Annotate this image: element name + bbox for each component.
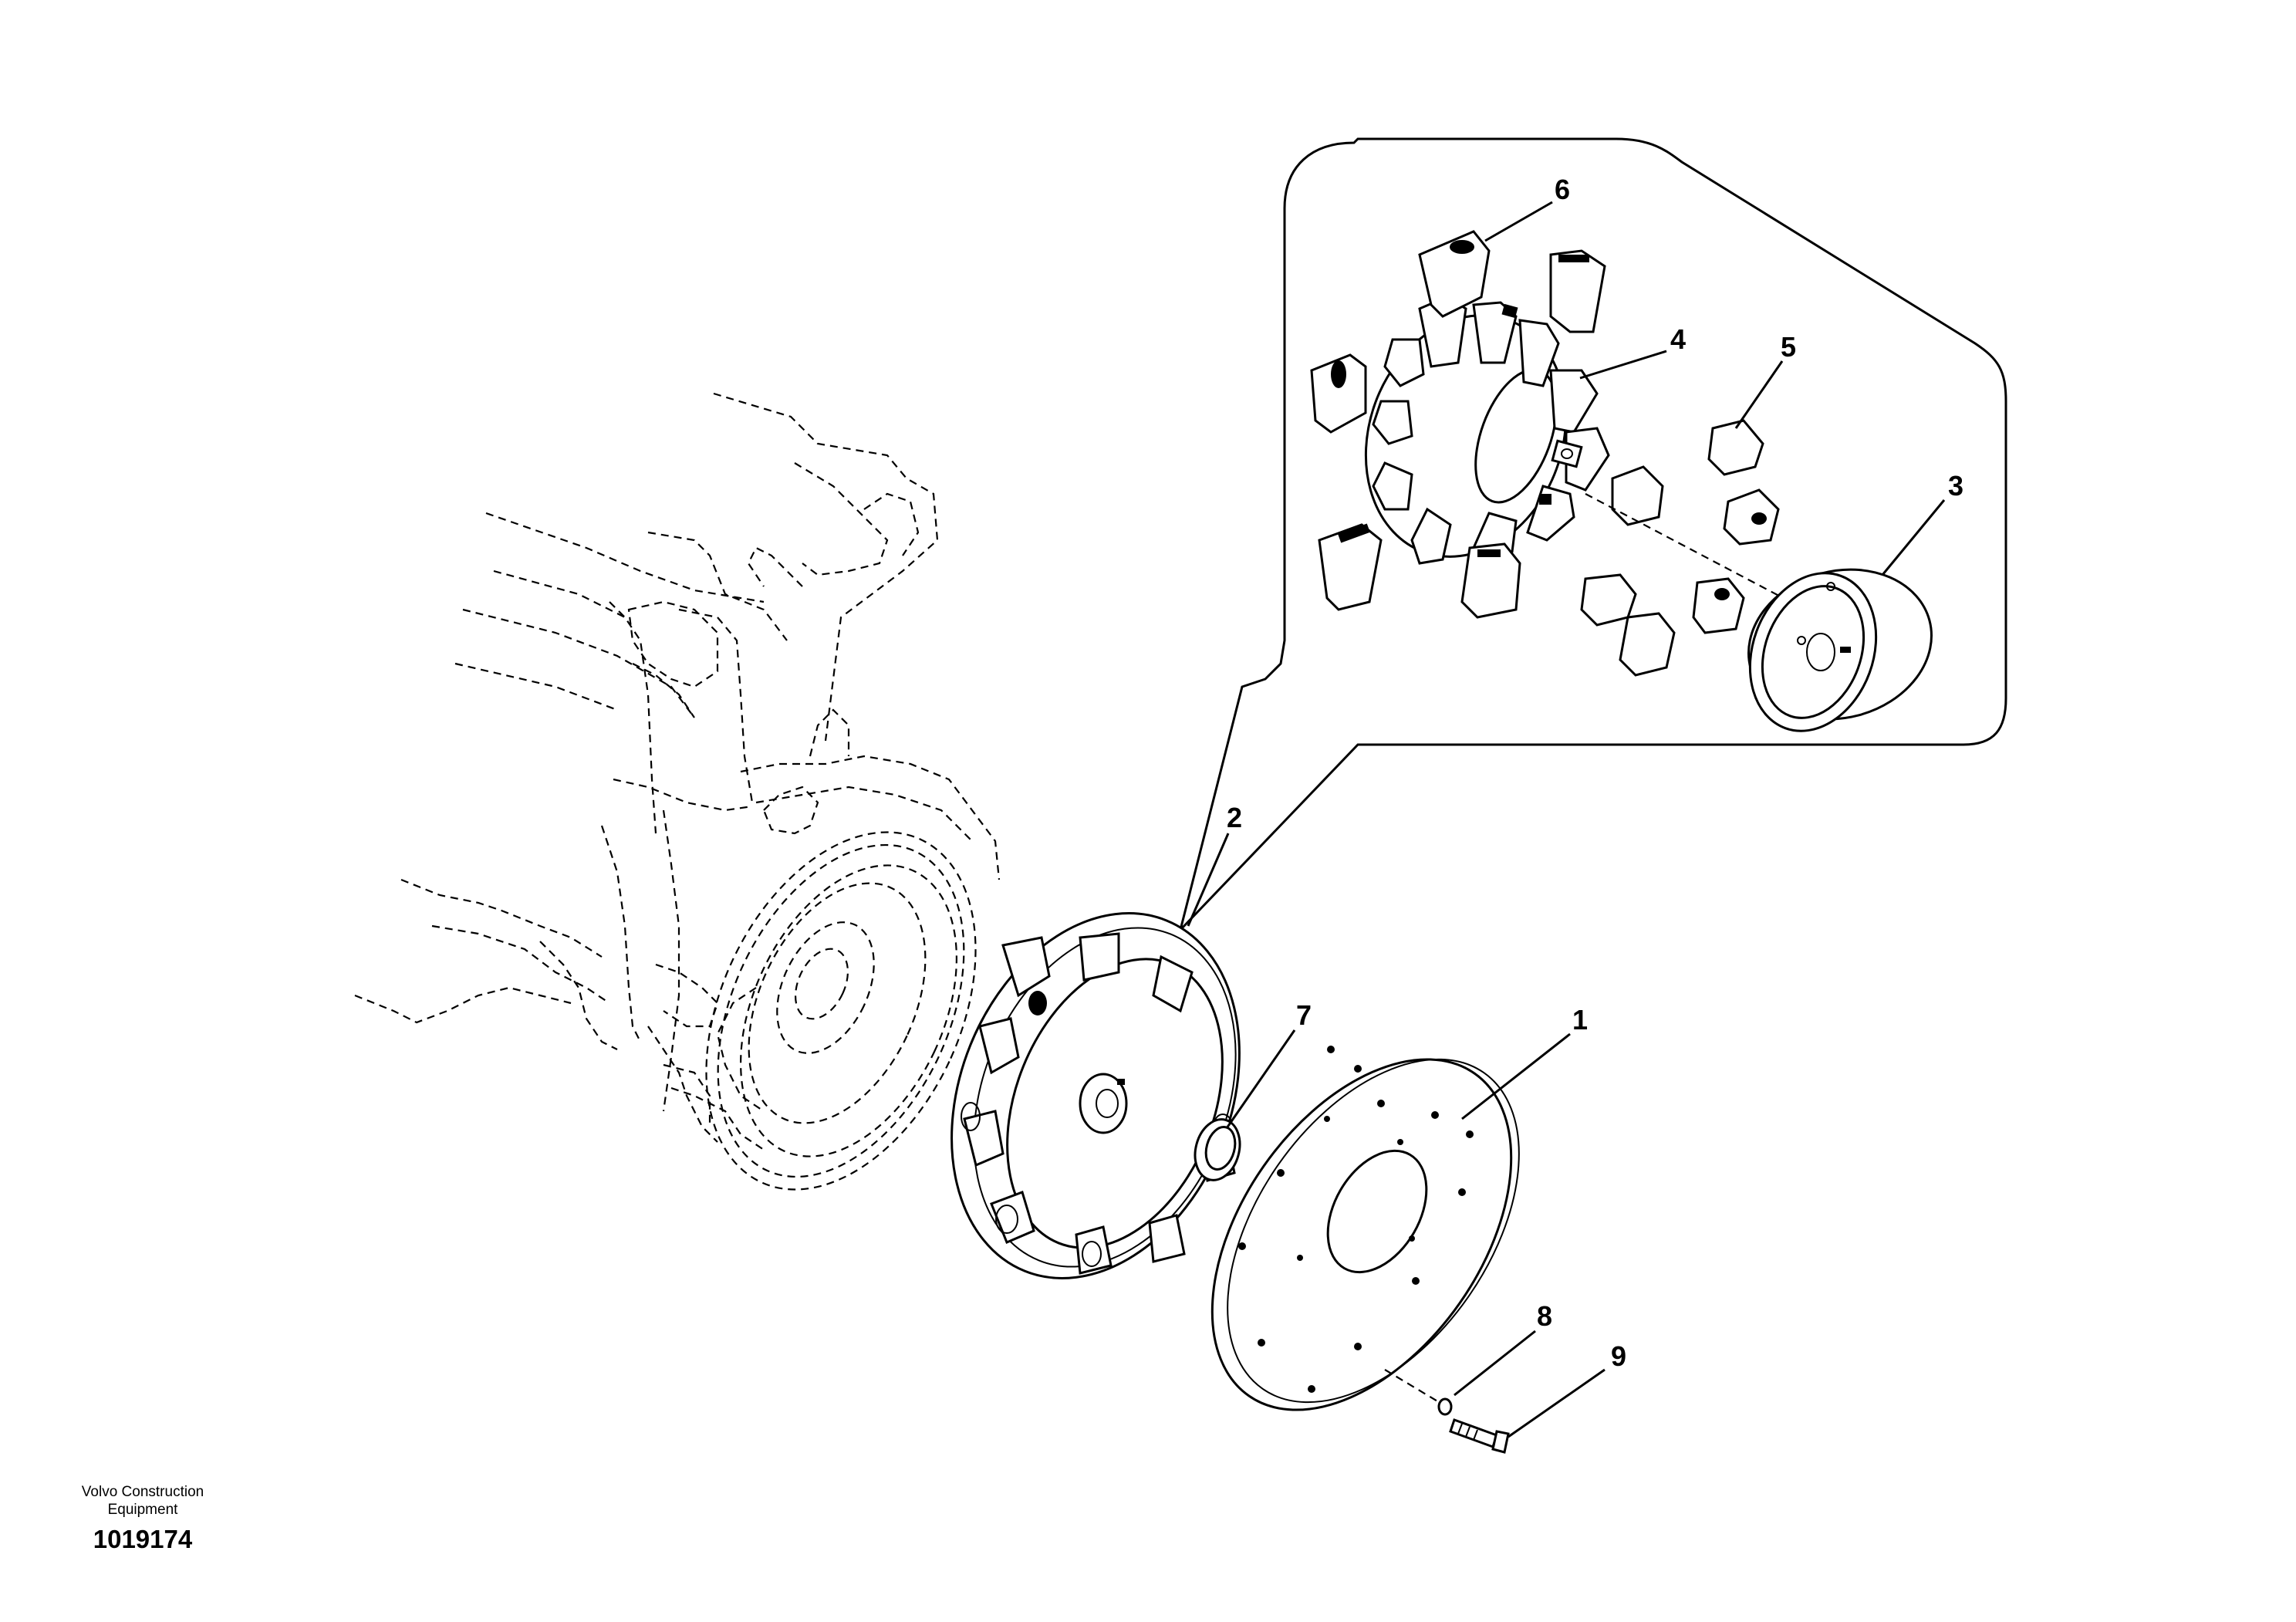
housing-plate-part: [1210, 1046, 1520, 1411]
callout-6: 6: [1555, 174, 1570, 205]
bolt-part: [1449, 1418, 1510, 1454]
detail-callout-bubble: [1178, 137, 2007, 934]
callout-1: 1: [1572, 1004, 1588, 1036]
document-number: 1019174: [93, 1525, 193, 1553]
callout-7: 7: [1296, 999, 1312, 1031]
flywheel-outline: [705, 831, 977, 1191]
callout-3: 3: [1948, 470, 1963, 502]
callout-2: 2: [1227, 802, 1242, 833]
flexible-coupling-part: [950, 912, 1241, 1279]
manufacturer-caption: Volvo Construction Equipment: [46, 1483, 239, 1519]
rubber-elements: [1310, 230, 1780, 677]
hub-part: [1747, 568, 1933, 732]
washer-ring-part: [1194, 1118, 1241, 1181]
alignment-line-detail: [1585, 493, 1806, 610]
washer-part: [1437, 1397, 1453, 1416]
callout-8: 8: [1537, 1300, 1552, 1332]
engine-block-outline: [354, 392, 1001, 1151]
callout-5: 5: [1781, 331, 1796, 363]
element-carrier-assembly: [1364, 296, 1610, 565]
manufacturer-line-1: Volvo Construction: [81, 1484, 204, 1500]
callout-9: 9: [1611, 1340, 1626, 1372]
callout-4: 4: [1670, 323, 1686, 355]
manufacturer-line-2: Equipment: [107, 1502, 178, 1518]
alignment-line-bolt: [1384, 1369, 1443, 1405]
leader-lines: [1187, 201, 1946, 1438]
